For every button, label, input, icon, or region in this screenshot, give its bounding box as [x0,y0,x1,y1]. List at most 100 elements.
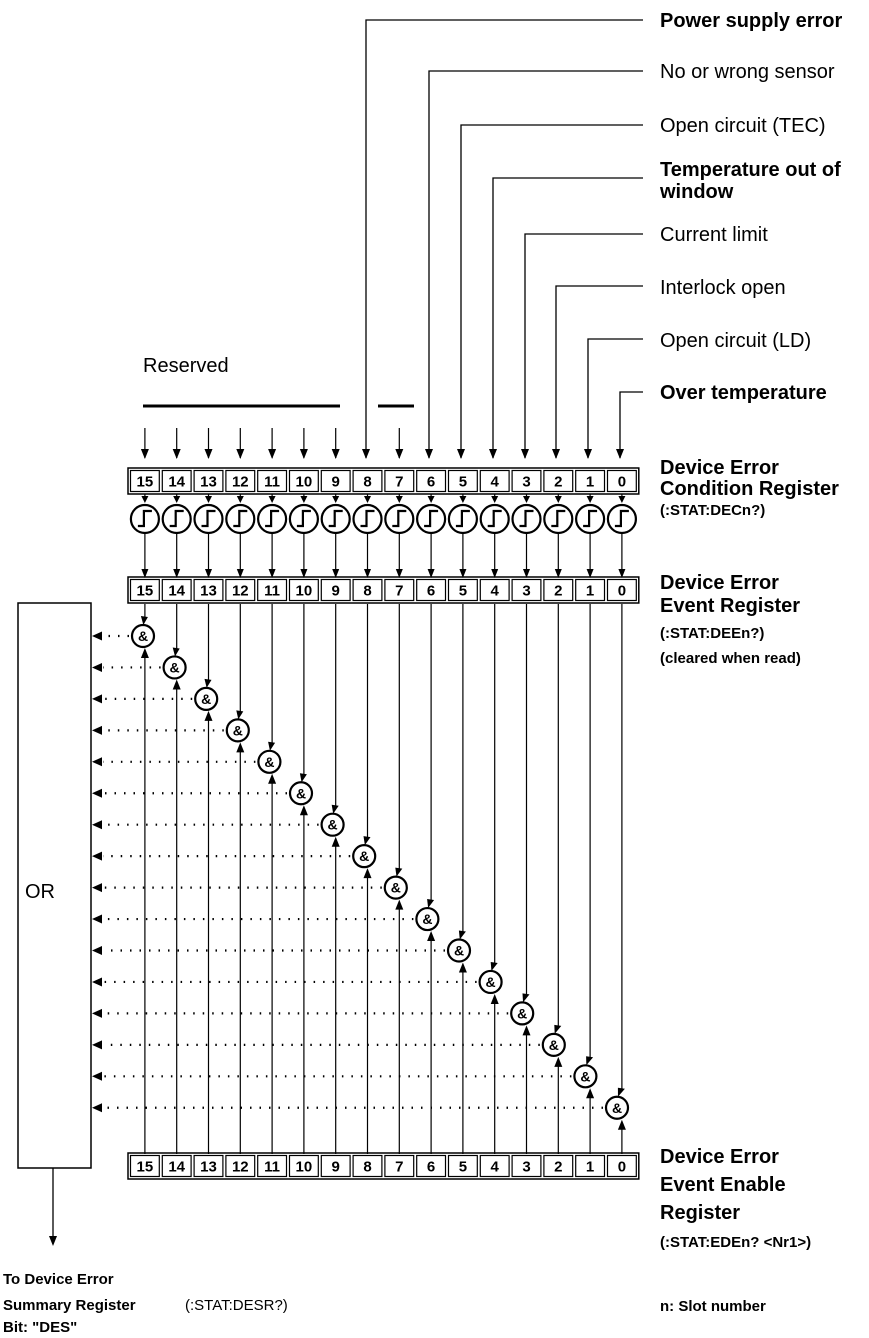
enable-register-cell [543,1154,574,1178]
gate-to-or-arrowhead-11 [92,757,102,767]
enable-register-bit-12: 12 [232,1159,249,1176]
event-register-bit-7: 7 [395,583,403,600]
enable-to-gate-arrowhead-3 [522,1025,531,1036]
edge-output-arrowhead-13 [205,569,212,578]
label-interlock-open: Interlock open [660,277,786,299]
edge-detectors [129,494,638,578]
enable-register-bit-10: 10 [296,1159,313,1176]
event-register-bit-13: 13 [200,583,217,600]
bit-description-lines [365,19,643,458]
and-gate-15 [130,623,156,649]
gate-to-or-arrowhead-6 [92,914,102,924]
and-gate-11 [257,749,282,774]
and-gate-9 [320,812,345,837]
reserved-label: Reserved [143,355,229,377]
and-gate-symbol-15: & [138,628,148,644]
rising-edge-icon-7 [392,509,407,528]
label-open-circuit-ld: Open circuit (LD) [660,330,811,352]
and-gate-symbol-7: & [391,880,401,896]
edge-input-arrowhead-3 [523,496,530,503]
condition-register-cell [257,469,288,493]
edge-input-arrowhead-4 [491,496,499,503]
edge-input-arrowhead-2 [554,496,562,503]
condition-register-bit-3: 3 [522,474,530,491]
summary-command: (:STAT:DESR?) [185,1297,288,1314]
enable-register-cell [129,1154,160,1178]
event-register-bit-0: 0 [618,583,626,600]
enable-register-bit-14: 14 [168,1159,185,1176]
enable-to-gate-arrowhead-2 [554,1056,563,1067]
event-to-gate-arrowhead-9 [331,804,339,814]
enable-register-cell [511,1154,542,1178]
enable-register-bit-6: 6 [427,1159,435,1176]
condition-register-cell [575,469,606,493]
rising-edge-icon-3 [519,509,534,528]
event-register-bit-11: 11 [264,583,280,600]
edge-output-arrowhead-11 [268,569,276,578]
condition-register-cell [225,469,256,493]
edge-output-arrowhead-5 [459,569,467,578]
condition-register-bit-10: 10 [296,474,313,491]
edge-input-arrowhead-13 [205,496,212,503]
rising-edge-icon-2 [551,509,566,528]
and-gate-symbol-2: & [549,1037,559,1053]
enable-register-cell [416,1154,447,1178]
rising-edge-icon-15 [137,509,152,528]
condition-register-command: (:STAT:DECn?) [660,502,765,519]
condition-register-cell [161,469,192,493]
edge-input-arrowhead-9 [332,496,340,503]
condition-register-bit-1: 1 [586,474,594,491]
and-gate-10 [288,781,314,806]
enable-register-cell [352,1154,383,1178]
and-gate-symbol-3: & [517,1005,527,1021]
edge-output-arrowhead-8 [364,569,371,578]
event-to-gate-arrowhead-6 [427,899,435,909]
gate-to-or-arrowhead-1 [92,1071,102,1081]
event-register-bit-6: 6 [427,583,435,600]
event-register-cell [320,578,351,602]
enable-to-gate-arrowhead-0 [617,1119,626,1130]
condition-register-bit-13: 13 [200,474,217,491]
condition-register-bit-7: 7 [395,474,403,491]
summary-line-2: Summary Register [3,1297,136,1314]
event-to-gate-arrowhead-2 [554,1024,562,1034]
condition-register-cell [384,469,415,493]
condition-register-bit-8: 8 [363,474,371,491]
edge-output-arrowhead-14 [173,569,181,578]
and-gate-4 [478,969,503,995]
event-register-command: (:STAT:DEEn?) [660,625,764,642]
event-to-gate-arrowhead-1 [586,1056,594,1066]
event-register-cell [352,578,383,602]
event-to-gate-arrowhead-0 [617,1087,625,1097]
enable-register-bit-7: 7 [395,1159,403,1176]
gate-to-or-arrowhead-9 [92,820,102,830]
enable-register-cell [384,1154,415,1178]
event-register-cell [161,578,192,602]
event-to-gate-arrowhead-5 [458,930,466,940]
event-register-cell [511,578,542,602]
and-gate-2 [541,1032,566,1057]
gate-to-or-arrowhead-12 [92,725,102,735]
gate-to-or-arrowhead-14 [92,662,102,672]
summary-line-3: Bit: "DES" [3,1319,77,1336]
edge-output-arrowhead-12 [236,569,244,578]
enable-register-title-3: Register [660,1202,740,1224]
and-gate-symbol-10: & [296,785,306,801]
and-gate-symbol-5: & [454,943,464,959]
gate-to-or-arrowhead-10 [92,788,102,798]
gate-to-or-arrowhead-2 [92,1040,102,1050]
label-over-temperature: Over temperature [660,382,827,404]
and-gate-symbol-6: & [422,911,432,927]
and-gate-7 [383,875,408,900]
enable-register-cell [288,1154,319,1178]
or-label: OR [25,881,55,903]
event-to-gate-arrowhead-12 [236,710,244,720]
gate-to-or-arrowhead-13 [92,694,102,704]
event-register-cell [447,578,478,602]
reserved-input-arrows [140,428,404,459]
and-gate-symbol-8: & [359,848,369,864]
footnote: n: Slot number [660,1298,766,1315]
event-to-gate-arrowhead-15 [140,616,148,625]
enable-register-bit-9: 9 [332,1159,340,1176]
